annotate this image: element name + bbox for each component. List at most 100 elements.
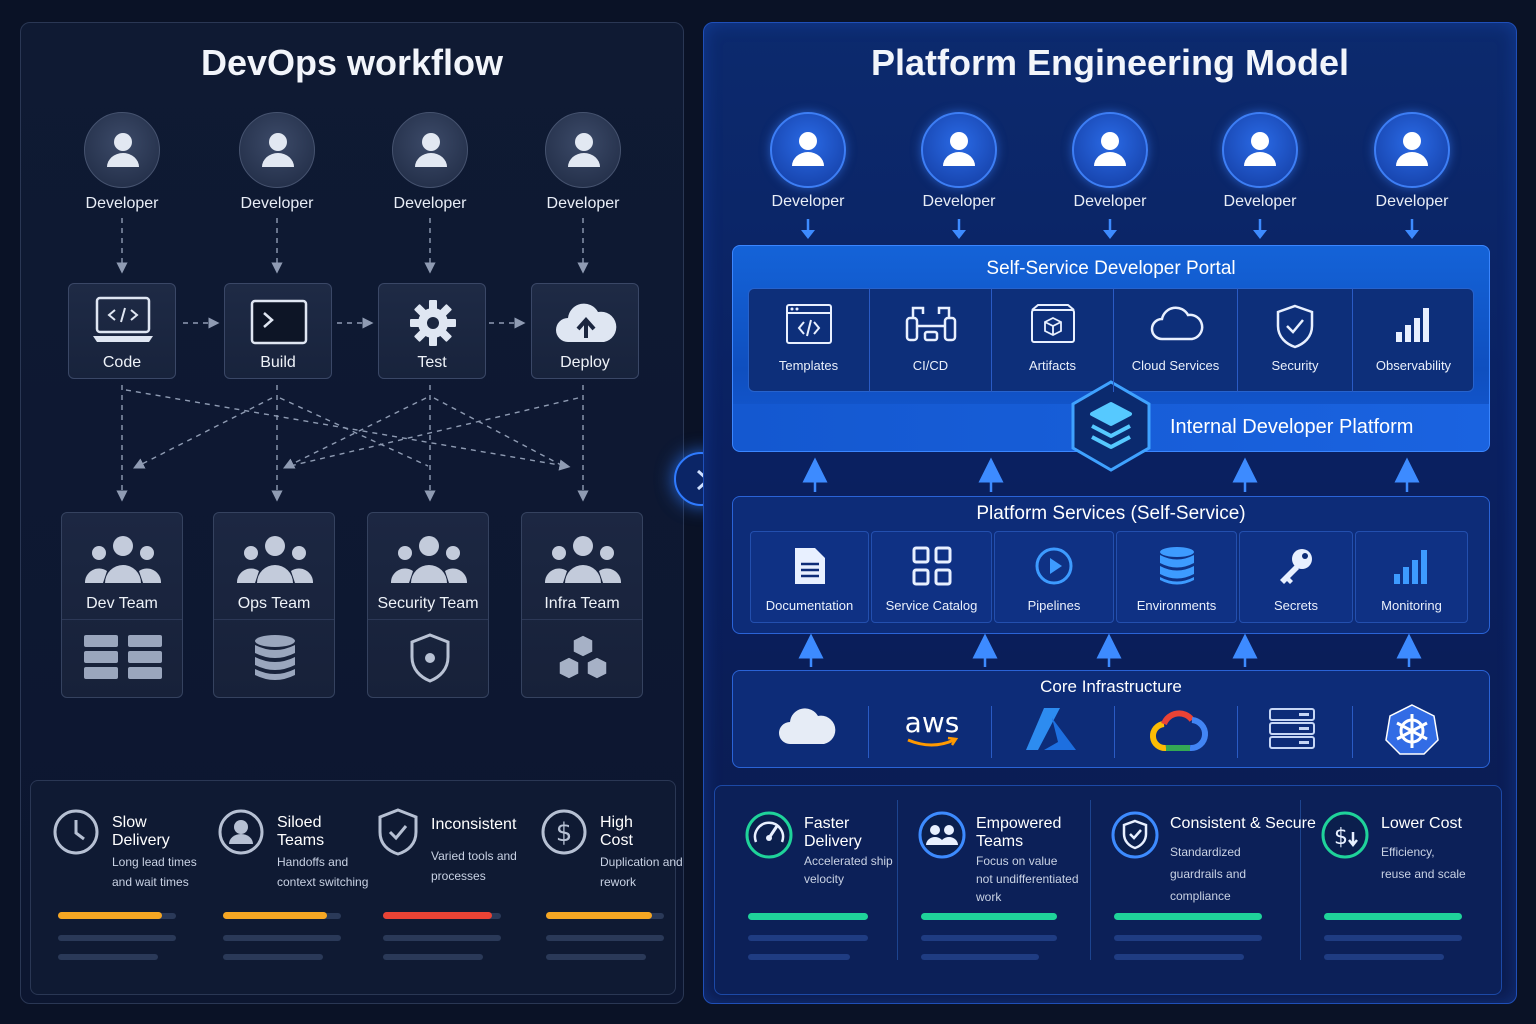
placeholder-line: [748, 935, 868, 941]
key-icon: [1240, 546, 1352, 586]
services-title: Platform Services (Self-Service): [976, 503, 1246, 524]
metric-bar-fill: [921, 913, 1057, 920]
portal-tool-label: Cloud Services: [1131, 358, 1220, 373]
developer-label: Developer: [1375, 193, 1449, 210]
shield-check-icon: [1238, 304, 1352, 349]
stage-deploy: Deploy: [531, 283, 639, 379]
metric-bar-fill: [223, 912, 327, 919]
metric-description: compliance: [1170, 889, 1231, 903]
team-icon: [390, 536, 468, 583]
pipeline-icon: [870, 304, 991, 344]
core-infrastructure: [732, 670, 1490, 768]
idp-label: Internal Developer Platform: [1170, 416, 1414, 438]
portal-tool-observability[interactable]: Observability: [1352, 288, 1474, 392]
core-title: Core Infrastructure: [1040, 677, 1182, 696]
metric-description: rework: [600, 875, 637, 889]
portal-tool-artifacts[interactable]: Artifacts: [991, 288, 1113, 392]
metric-description: Long lead times: [112, 855, 197, 869]
platform-service-label: Documentation: [765, 598, 854, 613]
cubes-icon: [558, 634, 608, 680]
platform-service-monitoring[interactable]: Monitoring: [1355, 531, 1468, 623]
portal-tool-label: CI/CD: [912, 358, 949, 373]
play-circle-icon: [995, 546, 1113, 586]
metric-bar-fill: [1114, 913, 1262, 920]
aws-logo-icon: aws: [900, 708, 964, 748]
database-icon: [255, 635, 295, 680]
bar-chart-icon: [1356, 546, 1467, 586]
stage-test: Test: [378, 283, 486, 379]
developer-label: Developer: [240, 195, 314, 212]
developer-avatar: [392, 112, 468, 188]
azure-logo-icon: [1026, 708, 1076, 750]
platform-service-label: Service Catalog: [885, 598, 978, 613]
platform-service-label: Monitoring: [1381, 598, 1442, 613]
platform-service-documentation[interactable]: Documentation: [750, 531, 869, 623]
bar-chart-icon: [1353, 304, 1474, 344]
terminal-icon: [250, 299, 308, 345]
platform-service-pipelines[interactable]: Pipelines: [994, 531, 1114, 623]
developer-avatar: [545, 112, 621, 188]
dollar-circle-icon: $: [540, 808, 588, 861]
portal-tool-label: Observability: [1375, 358, 1452, 373]
metric-title: Siloed: [277, 814, 322, 831]
clock-icon: [52, 808, 100, 861]
platform-service-secrets[interactable]: Secrets: [1239, 531, 1353, 623]
person-icon: [107, 133, 139, 167]
metric-description: context switching: [277, 875, 369, 889]
person-icon: [1396, 132, 1428, 166]
platform-service-service-catalog[interactable]: Service Catalog: [871, 531, 992, 623]
placeholder-line: [546, 935, 664, 941]
database-icon: [1117, 546, 1236, 586]
portal-tool-security[interactable]: Security: [1237, 288, 1352, 392]
metric-description: Accelerated ship: [804, 854, 893, 868]
metric-divider: [1300, 800, 1301, 960]
metric-title: Cost: [600, 832, 633, 849]
metric-bar-fill: [546, 912, 652, 919]
server-rack-icon: [84, 635, 162, 679]
gear-icon: [410, 300, 456, 346]
metric-description: velocity: [804, 872, 845, 886]
cloud-icon: [779, 708, 836, 744]
team-icon: [236, 536, 314, 583]
team-label: Infra Team: [544, 595, 620, 612]
metric-title: High: [600, 814, 633, 831]
metric-title: Teams: [277, 832, 325, 849]
svg-text:$: $: [1334, 825, 1348, 850]
portal-tool-templates[interactable]: Templates: [748, 288, 869, 392]
stage-label: Test: [417, 354, 447, 371]
stage-label: Code: [102, 354, 142, 371]
team-icon: [84, 536, 162, 583]
metric-title: Faster: [804, 815, 850, 832]
platform-service-label: Pipelines: [1027, 598, 1081, 613]
team-security: Security Team: [367, 512, 489, 698]
placeholder-line: [223, 954, 323, 960]
person-icon: [568, 133, 600, 167]
metric-description: Handoffs and: [277, 855, 349, 869]
platform-title: Platform Engineering Model: [870, 42, 1350, 83]
down-arrow-icon: [1252, 219, 1268, 246]
metric-divider: [1090, 800, 1091, 960]
developer-label: Developer: [1073, 193, 1147, 210]
speedometer-icon: [744, 810, 794, 865]
metric-bar-fill: [383, 912, 492, 919]
kubernetes-logo-icon: [1385, 704, 1439, 755]
metric-description: Focus on value: [976, 854, 1058, 868]
developer-label: Developer: [546, 195, 620, 212]
portal-tool-label: Templates: [778, 358, 839, 373]
placeholder-line: [921, 954, 1039, 960]
platform-service-environments[interactable]: Environments: [1116, 531, 1237, 623]
portal-tool-ci-cd[interactable]: CI/CD: [869, 288, 991, 392]
team-label: Ops Team: [237, 595, 311, 612]
platform-service-label: Secrets: [1273, 598, 1319, 613]
placeholder-line: [546, 954, 646, 960]
metric-description: work: [976, 890, 1002, 904]
portal-tool-cloud-services[interactable]: Cloud Services: [1113, 288, 1237, 392]
team-ops: Ops Team: [213, 512, 335, 698]
dollar-down-icon: $: [1320, 810, 1370, 865]
cloud-icon: [1114, 304, 1237, 342]
placeholder-line: [1114, 935, 1262, 941]
metric-title: Delivery: [112, 832, 170, 849]
person-icon: [943, 132, 975, 166]
user-circle-icon: [217, 808, 265, 861]
down-arrow-icon: [951, 219, 967, 246]
